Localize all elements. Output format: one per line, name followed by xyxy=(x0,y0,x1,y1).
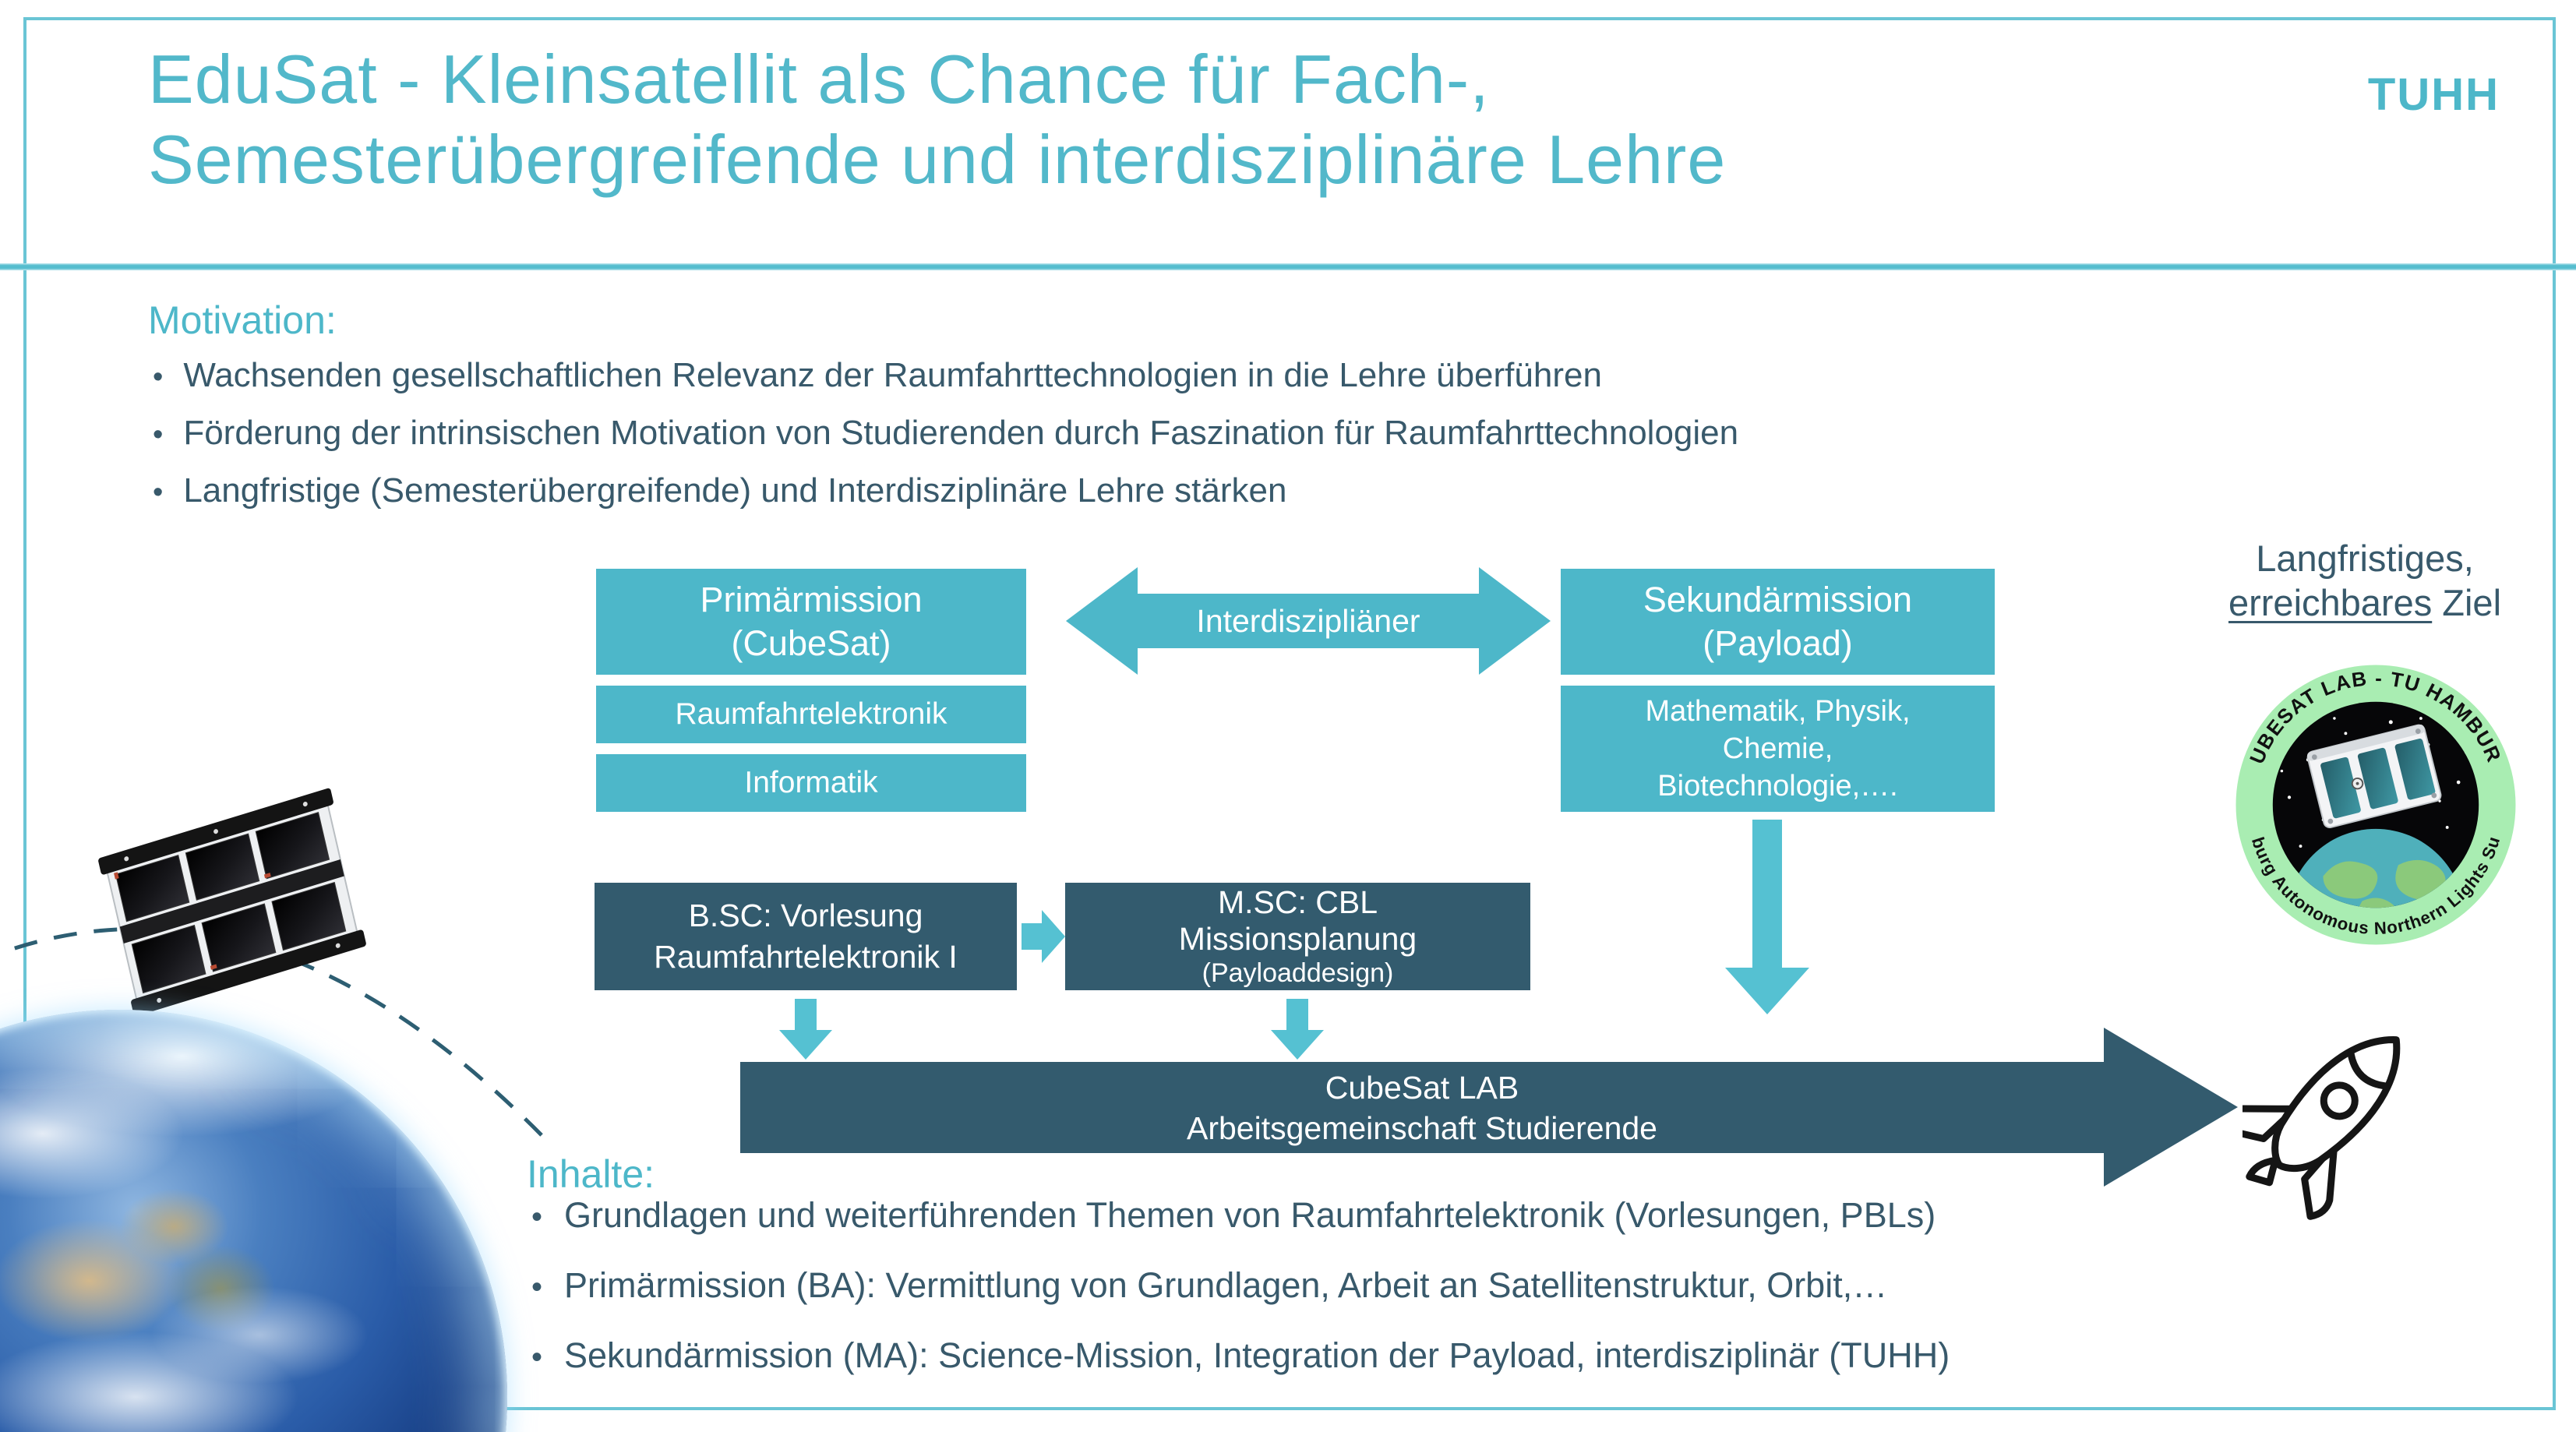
primary-mission-box: Primärmission (CubeSat) xyxy=(596,569,1026,675)
motivation-heading: Motivation: xyxy=(148,298,337,342)
patch-satellite xyxy=(2306,724,2442,829)
list-item: Wachsenden gesellschaftlichen Relevanz d… xyxy=(153,347,1738,405)
bsc-line2: Raumfahrtelektronik I xyxy=(654,939,958,975)
msc-line1: M.SC: CBL xyxy=(1217,884,1378,920)
primary-topic-informatik: Informatik xyxy=(596,754,1026,812)
secondary-down-arrow xyxy=(1725,820,1809,1014)
list-item: Sekundärmission (MA): Science-Mission, I… xyxy=(531,1321,1950,1391)
arrow-left-head xyxy=(1066,567,1138,675)
msc-course-box: M.SC: CBL Missionsplanung (Payloaddesign… xyxy=(1065,883,1530,990)
inhalte-list: Grundlagen und weiterführenden Themen vo… xyxy=(531,1181,1950,1391)
tuhh-logo: TUHH xyxy=(2367,69,2500,120)
secondary-mission-label: Sekundärmission xyxy=(1643,580,1913,619)
goal-line1: Langfristiges, xyxy=(2256,538,2474,579)
rocket-icon xyxy=(2243,1036,2401,1220)
page-title-line2: Semesterübergreifende und interdisziplin… xyxy=(148,121,1727,198)
msc-line3: (Payloaddesign) xyxy=(1202,958,1394,988)
list-item: Primärmission (BA): Vermittlung von Grun… xyxy=(531,1251,1950,1321)
banner-arrow-head xyxy=(2104,1028,2238,1187)
secondary-topics-line3: Biotechnologie,…. xyxy=(1657,770,1898,802)
bsc-to-msc-arrow xyxy=(1022,910,1065,963)
secondary-topics-line2: Chemie, xyxy=(1722,732,1833,765)
msc-down-arrow xyxy=(1271,999,1324,1060)
motivation-list: Wachsenden gesellschaftlichen Relevanz d… xyxy=(153,347,1738,520)
cubesat-lab-banner: CubeSat LAB Arbeitsgemeinschaft Studiere… xyxy=(740,1062,2104,1153)
primary-mission-label: Primärmission xyxy=(700,580,923,619)
secondary-topics-line1: Mathematik, Physik, xyxy=(1645,695,1911,728)
title-divider-line xyxy=(0,263,2576,270)
msc-line2: Missionsplanung xyxy=(1178,921,1417,957)
primary-topic-raumfahrtelektronik: Raumfahrtelektronik xyxy=(596,686,1026,743)
slide-border xyxy=(23,17,2556,1410)
page-title: EduSat - Kleinsatellit als Chance für Fa… xyxy=(148,39,1726,199)
page-title-line1: EduSat - Kleinsatellit als Chance für Fa… xyxy=(148,41,1490,118)
secondary-mission-box: Sekundärmission (Payload) xyxy=(1561,569,1995,675)
arrow-right-head xyxy=(1479,567,1551,675)
interdisciplinary-double-arrow: Interdiszipliäner xyxy=(1066,567,1551,675)
list-item: Förderung der intrinsischen Motivation v… xyxy=(153,405,1738,463)
bsc-line1: B.SC: Vorlesung xyxy=(688,898,923,933)
bsc-down-arrow xyxy=(779,999,832,1060)
interdisciplinary-label: Interdiszipliäner xyxy=(1134,594,1482,648)
bsc-course-box: B.SC: Vorlesung Raumfahrtelektronik I xyxy=(595,883,1017,990)
banner-line1: CubeSat LAB xyxy=(1325,1069,1519,1106)
list-item: Langfristige (Semesterübergreifende) und… xyxy=(153,463,1738,520)
primary-mission-sublabel: (CubeSat) xyxy=(731,623,891,663)
list-item: Grundlagen und weiterführenden Themen vo… xyxy=(531,1181,1950,1251)
long-term-goal-text: Langfristiges, erreichbares Ziel xyxy=(2174,536,2556,625)
goal-line2: erreichbares Ziel xyxy=(2228,582,2502,623)
cubesat-lab-mission-patch: CUBESAT LAB - TU HAMBURG Hamburg Autonom… xyxy=(2230,659,2521,951)
cubesat-satellite-image xyxy=(98,788,366,1017)
secondary-topics-box: Mathematik, Physik, Chemie, Biotechnolog… xyxy=(1561,686,1995,812)
banner-line2: Arbeitsgemeinschaft Studierende xyxy=(1187,1109,1657,1146)
secondary-mission-sublabel: (Payload) xyxy=(1703,623,1853,663)
